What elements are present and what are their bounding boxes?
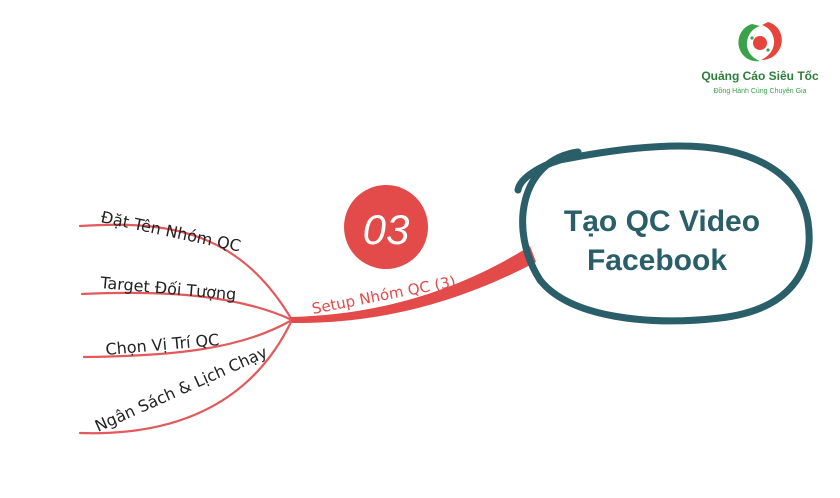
central-topic-line1: Tạo QC Video	[564, 205, 760, 238]
central-topic: Tạo QC Video Facebook	[514, 142, 813, 325]
branch-line-dat-ten	[78, 223, 294, 322]
logo-icon	[738, 22, 782, 62]
branch-lines	[78, 223, 294, 435]
badge-number: 03	[363, 206, 410, 253]
branch-line-ngan-sach	[78, 318, 294, 435]
central-topic-line2: Facebook	[587, 244, 727, 277]
central-topic-outline	[514, 142, 813, 325]
branch-label-target: Target Đối Tượng	[99, 273, 237, 304]
logo-brand-text: Quảng Cáo Siêu Tốc	[701, 69, 819, 83]
trunk-line	[290, 246, 536, 324]
branch-line-target	[80, 291, 294, 322]
brand-logo: Quảng Cáo Siêu Tốc Đồng Hành Cùng Chuyên…	[701, 22, 819, 95]
logo-tagline-text: Đồng Hành Cùng Chuyên Gia	[713, 86, 806, 95]
badge-circle	[344, 185, 428, 269]
step-badge: 03	[344, 185, 428, 269]
branch-label-dat-ten: Đặt Tên Nhóm QC	[99, 207, 242, 255]
branch-line-vi-tri	[82, 318, 294, 359]
